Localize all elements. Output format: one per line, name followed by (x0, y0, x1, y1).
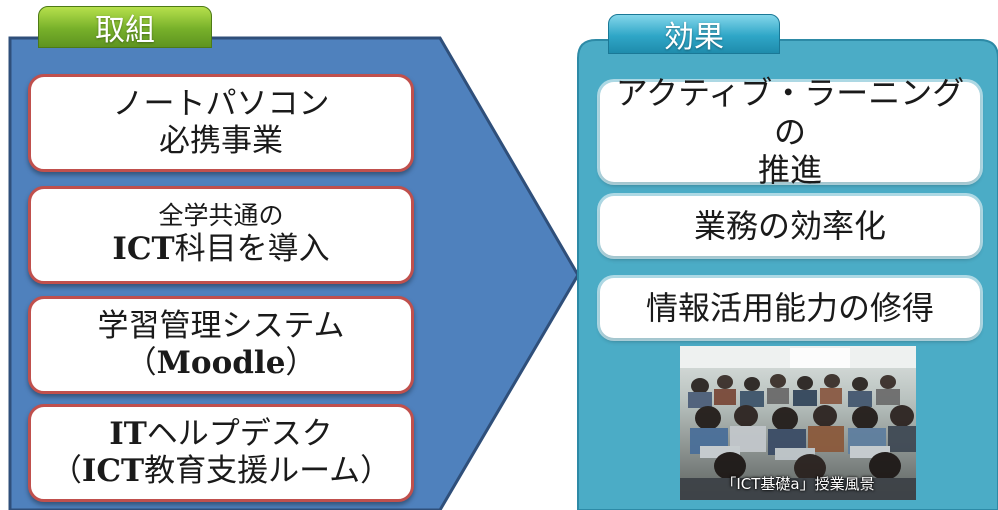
effect-line: 推進 (757, 151, 822, 190)
initiatives-tab-label: 取組 (95, 13, 155, 48)
moodle-bold-text: Moodle (156, 345, 286, 381)
photo-caption: 「ICT基礎a」授業風景 (721, 475, 875, 493)
paren-open: （ (50, 453, 82, 489)
paren-open: （ (125, 345, 157, 381)
initiative-line: 必携事業 (159, 123, 283, 159)
initiative-line: 全学共通の (158, 201, 284, 231)
classroom-photo: 「ICT基礎a」授業風景 (680, 346, 916, 500)
paren-close: ） (285, 345, 317, 381)
effect-line: アクティブ・ラーニングの (615, 74, 965, 151)
initiatives-tab: 取組 (38, 6, 212, 48)
initiative-line: ICT科目を導入 (112, 231, 329, 268)
effect-line: 業務の効率化 (693, 206, 886, 245)
initiative-line: 学習管理システム (97, 307, 345, 344)
initiative-line-rest: ヘルプデスク (146, 415, 333, 452)
initiative-line-rest: 科目を導入 (174, 231, 330, 268)
effect-work-efficiency: 業務の効率化 (600, 196, 980, 256)
effects-tab-label: 効果 (664, 20, 724, 55)
classroom-photo-image (680, 346, 916, 500)
initiative-line: （ICT教育支援ルーム） (51, 453, 391, 490)
ict-bold-text: ICT (81, 453, 145, 489)
effect-info-literacy: 情報活用能力の修得 (600, 278, 980, 338)
it-bold-text: IT (109, 415, 147, 452)
initiative-line: （Moodle） (126, 345, 317, 382)
initiative-laptop-program: ノートパソコン 必携事業 (28, 74, 414, 172)
effect-active-learning: アクティブ・ラーニングの 推進 (600, 74, 980, 189)
effects-tab: 効果 (608, 14, 780, 55)
initiative-line: ノートパソコン (112, 85, 330, 122)
effect-line: 情報活用能力の修得 (645, 288, 934, 327)
initiative-it-helpdesk: ITヘルプデスク （ICT教育支援ルーム） (28, 404, 414, 502)
ict-bold-text: ICT (112, 231, 175, 268)
initiative-lms: 学習管理システム （Moodle） (28, 296, 414, 394)
initiative-ict-subjects: 全学共通の ICT科目を導入 (28, 186, 414, 284)
initiative-line-rest: 教育支援ルーム） (144, 453, 392, 489)
initiative-line: ITヘルプデスク (109, 416, 333, 453)
